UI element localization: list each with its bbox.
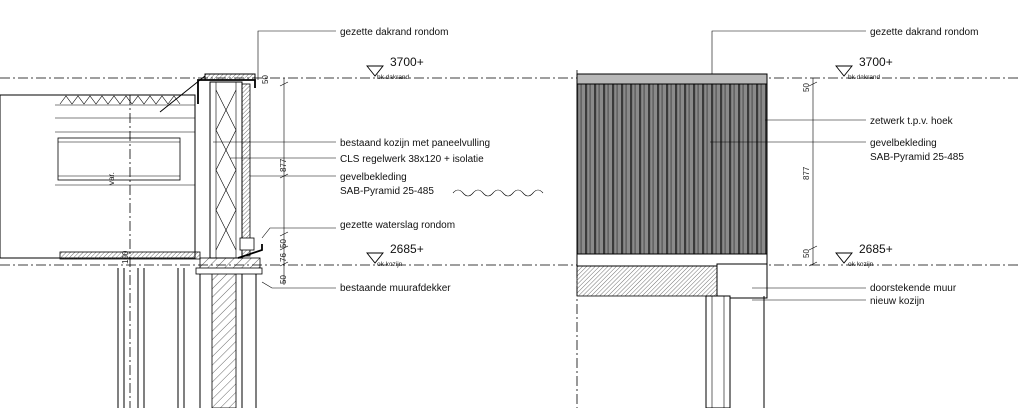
roof-insulation-zigzag xyxy=(59,95,181,105)
cladding-field xyxy=(576,83,768,255)
right-roof-edge xyxy=(576,73,768,85)
dim-right-3: 50 xyxy=(802,249,811,258)
level-bottom-right-sub: ok kozijn xyxy=(848,261,874,268)
level-bottom-right: 2685+ xyxy=(859,242,893,256)
masonry-band xyxy=(576,265,718,297)
break-mark xyxy=(452,189,544,197)
window-panel xyxy=(57,137,181,181)
dim-left-5: 50 xyxy=(279,275,288,284)
level-bottom-left: 2685+ xyxy=(390,242,424,256)
dim-small: 100 xyxy=(121,250,130,264)
label-right-gevel-1: gevelbekleding xyxy=(870,138,937,149)
wall-buildup xyxy=(209,81,243,259)
label-left-muurafdekker: bestaande muurafdekker xyxy=(340,283,451,294)
label-right-gevel-2: SAB-Pyramid 25-485 xyxy=(870,152,964,163)
level-marker-top-right xyxy=(835,65,853,77)
level-marker-top-left xyxy=(366,65,384,77)
level-bottom-left-sub: ok kozijn xyxy=(377,261,403,268)
level-top-right-sub: bk dakrand xyxy=(848,74,881,81)
right-elevation-detail: 50 877 50 3700+ bk dakrand 2685+ ok kozi… xyxy=(576,27,978,408)
protruding-wall xyxy=(716,263,768,299)
label-left-gevel-1: gevelbekleding xyxy=(340,172,407,183)
left-section-detail: 50 877 50 76 50 var. 100 3700+ bk dakran… xyxy=(0,27,544,408)
dim-left-1: 50 xyxy=(261,75,270,84)
label-left-kozijn: bestaand kozijn met paneelvulling xyxy=(340,138,490,149)
level-top-right: 3700+ xyxy=(859,55,893,69)
new-frame xyxy=(705,295,731,408)
dim-left-2: 877 xyxy=(279,158,288,172)
dim-right-2: 877 xyxy=(802,166,811,180)
level-top-left-sub: bk dakrand xyxy=(377,74,410,81)
dim-right-1: 50 xyxy=(802,83,811,92)
label-right-muur: doorstekende muur xyxy=(870,283,957,294)
level-marker-bottom-right xyxy=(835,252,853,264)
label-right-kozijn: nieuw kozijn xyxy=(870,296,924,307)
label-right-dakrand: gezette dakrand rondom xyxy=(870,27,978,38)
level-top-left: 3700+ xyxy=(390,55,424,69)
label-left-dakrand: gezette dakrand rondom xyxy=(340,27,448,38)
dim-left-3: 50 xyxy=(279,239,288,248)
dim-left-4: 76 xyxy=(279,253,288,262)
label-left-waterslag: gezette waterslag rondom xyxy=(340,220,455,231)
label-right-zetwerk: zetwerk t.p.v. hoek xyxy=(870,116,954,127)
dim-var: var. xyxy=(107,172,116,185)
label-left-gevel-2: SAB-Pyramid 25-485 xyxy=(340,186,434,197)
level-marker-bottom-left xyxy=(366,252,384,264)
label-left-regelwerk: CLS regelwerk 38x120 + isolatie xyxy=(340,154,484,165)
